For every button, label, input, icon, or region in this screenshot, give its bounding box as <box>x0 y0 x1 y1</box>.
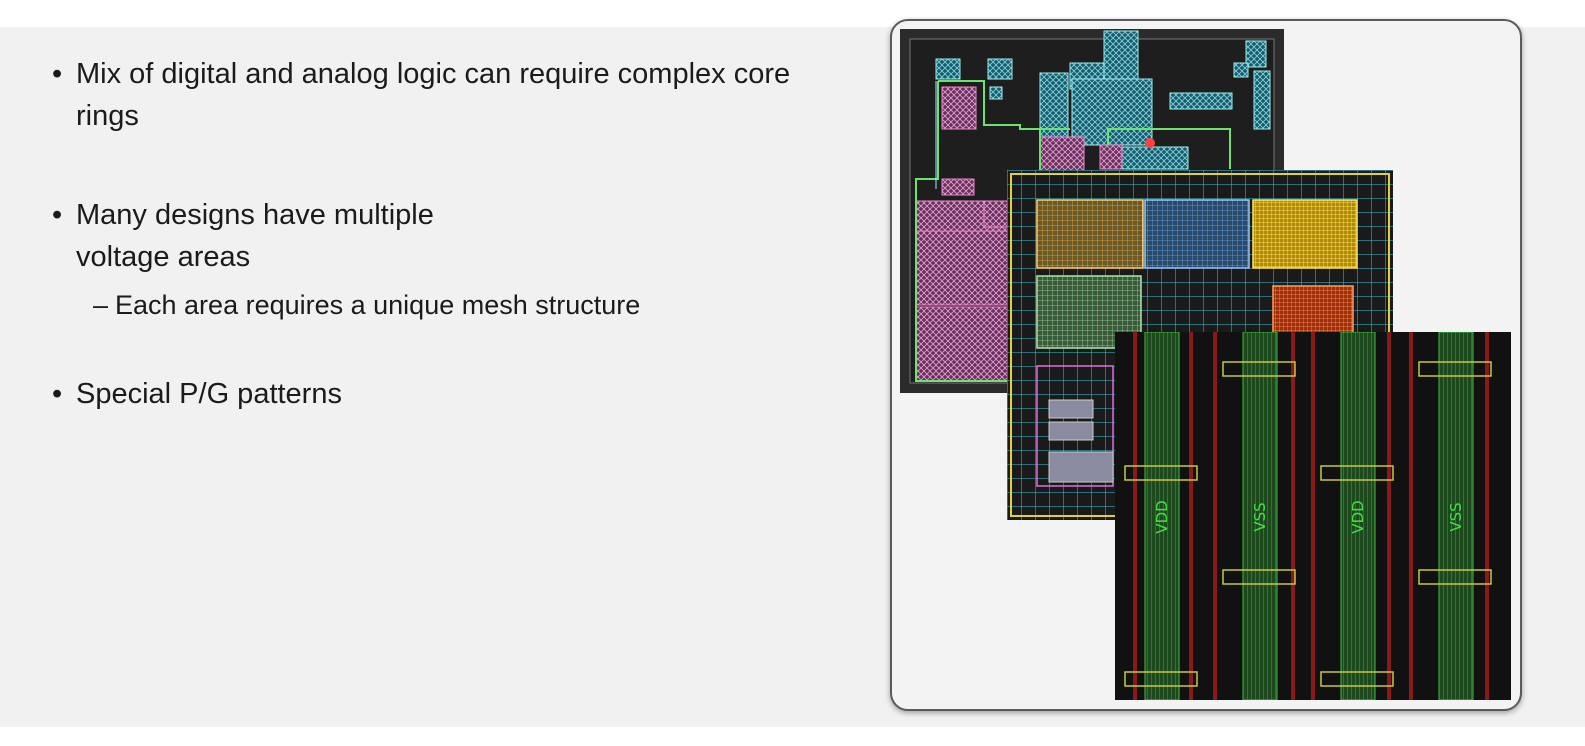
rail-label: VSS <box>1251 502 1269 531</box>
bullet-dot: • <box>52 378 63 410</box>
bullet-item: • Special P/G patterns <box>52 373 812 415</box>
sub-bullet-dash: – <box>93 290 109 320</box>
bullet-text: Many designs have multiple voltage areas <box>76 199 434 273</box>
pg-pattern-image: VDD VSS VDD VSS <box>1115 332 1511 700</box>
rail-label: VDD <box>1349 500 1367 533</box>
rail-labels: VDD VSS VDD VSS <box>1153 500 1465 533</box>
sub-bullet-text: Each area requires a unique mesh structu… <box>115 290 641 320</box>
sub-bullet-item: – Each area requires a unique mesh struc… <box>93 287 853 323</box>
pg-rails <box>1144 332 1474 700</box>
bullet-item: • Many designs have multiple voltage are… <box>52 194 812 278</box>
rail-label: VSS <box>1447 502 1465 531</box>
slide: • Mix of digital and analog logic can re… <box>0 19 1585 727</box>
red-rails <box>1133 332 1489 700</box>
figure-frame: VDD VSS VDD VSS <box>890 19 1522 711</box>
rail-label: VDD <box>1153 500 1171 533</box>
bullet-dot: • <box>52 58 63 90</box>
via-straps <box>1124 361 1492 687</box>
bullet-text: Special P/G patterns <box>76 378 342 410</box>
bullet-item: • Mix of digital and analog logic can re… <box>52 53 812 137</box>
bullet-text: Mix of digital and analog logic can requ… <box>76 58 791 132</box>
bullet-dot: • <box>52 199 63 231</box>
bullet-list: • Mix of digital and analog logic can re… <box>0 27 880 727</box>
